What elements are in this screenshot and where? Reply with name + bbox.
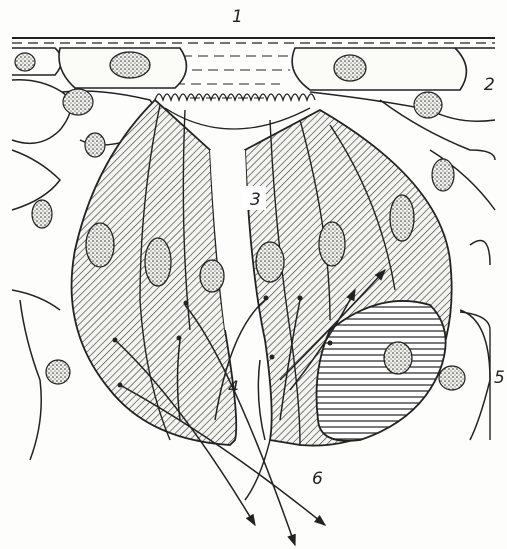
nucleus bbox=[200, 260, 224, 292]
label-5: 5 bbox=[494, 368, 505, 388]
nucleus bbox=[145, 238, 171, 286]
nucleus bbox=[432, 159, 454, 191]
label-1: 1 bbox=[232, 7, 243, 27]
label-6: 6 bbox=[312, 469, 323, 489]
nucleus bbox=[86, 223, 114, 267]
nucleus bbox=[256, 242, 284, 282]
nucleus bbox=[110, 52, 150, 78]
nucleus bbox=[319, 222, 345, 266]
nucleus bbox=[390, 195, 414, 241]
nucleus bbox=[63, 89, 93, 115]
nucleus bbox=[32, 200, 52, 228]
nucleus bbox=[15, 53, 35, 71]
surface-epithelium bbox=[12, 48, 495, 90]
nucleus bbox=[46, 360, 70, 384]
nucleus bbox=[334, 55, 366, 81]
label-4: 4 bbox=[228, 378, 239, 398]
nucleus bbox=[384, 342, 412, 374]
nucleus bbox=[439, 366, 465, 390]
label-2: 2 bbox=[484, 75, 495, 95]
label-3: 3 bbox=[250, 190, 261, 210]
nucleus bbox=[85, 133, 105, 157]
nucleus bbox=[414, 92, 442, 118]
